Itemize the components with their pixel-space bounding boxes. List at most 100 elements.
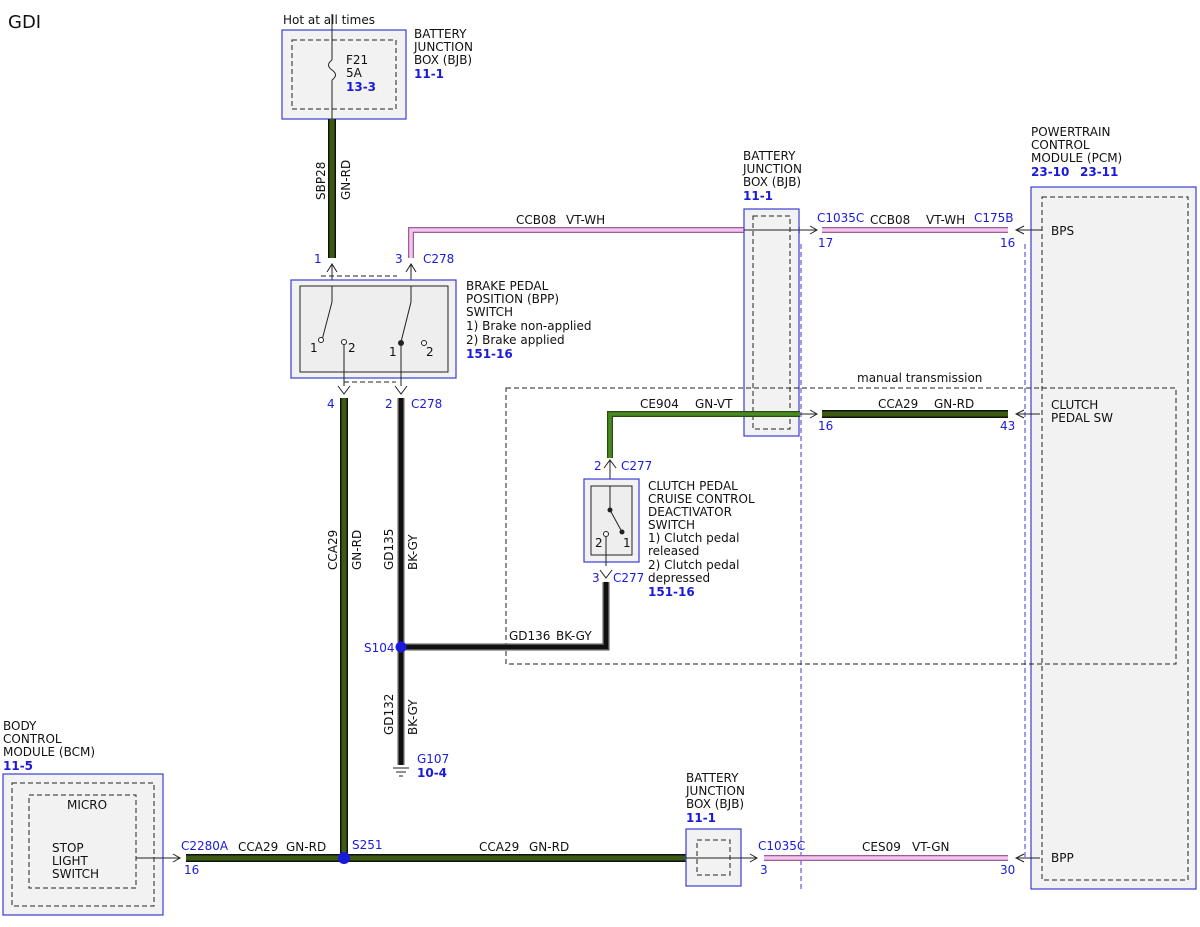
svg-text:1: 1 xyxy=(389,345,397,359)
bjb-top-box[interactable] xyxy=(281,29,407,120)
wire-sbp28-color: GN-RD xyxy=(339,160,353,200)
clutch-state-2a: 2) Clutch pedal xyxy=(648,558,739,572)
bcm-label-3: MODULE (BCM) xyxy=(3,745,95,759)
wire-cca29-bcm-color: GN-RD xyxy=(286,840,326,854)
wire-sbp28-label: SBP28 xyxy=(314,162,328,200)
wire-cca29-bcm-label: CCA29 xyxy=(238,840,278,854)
arrow-icon xyxy=(394,385,408,395)
bjb-c1035c-top: C1035C xyxy=(817,211,864,225)
bcm-c2280a: C2280A xyxy=(181,839,229,853)
manual-transmission-label: manual transmission xyxy=(857,371,982,385)
clutch-connector-c277-top: C277 xyxy=(621,459,652,473)
arrow-icon xyxy=(1014,853,1040,863)
manual-transmission-region xyxy=(505,387,1177,665)
wire-cca29-vertical-label: CCA29 xyxy=(326,530,340,570)
bpp-pin-4: 4 xyxy=(327,397,335,411)
wire-ce904-label: CE904 xyxy=(640,397,679,411)
bpp-switch-inner xyxy=(299,285,449,373)
bpp-pin-2: 2 xyxy=(385,397,393,411)
bcm-label-1: BODY xyxy=(3,719,37,733)
clutch-label-3: DEACTIVATOR xyxy=(648,505,732,519)
arrow-icon xyxy=(741,853,759,863)
clutch-pin-3: 3 xyxy=(592,571,600,585)
clutch-pin-2: 2 xyxy=(594,459,602,473)
bjb-top-ref-link[interactable]: 11-1 xyxy=(414,67,444,81)
fuse-icon xyxy=(328,59,336,81)
wire-ce904-color: GN-VT xyxy=(695,397,733,411)
bjb-top-label-3: BOX (BJB) xyxy=(414,53,472,67)
clutch-ref-link[interactable]: 151-16 xyxy=(648,585,695,599)
bcm-pin-16: 16 xyxy=(184,863,199,877)
splice-s104: S104 xyxy=(364,641,395,655)
wire-ccb08-left-label: CCB08 xyxy=(516,213,556,227)
pcm-label-3: MODULE (PCM) xyxy=(1031,151,1122,165)
bjb-mid-label-1: BATTERY xyxy=(743,149,796,163)
wire-cca29-clutch-label: CCA29 xyxy=(878,397,918,411)
arrow-icon xyxy=(405,263,417,280)
bpp-label-3: SWITCH xyxy=(466,305,513,319)
splice-icon xyxy=(395,641,407,653)
bjb-c1035c-bottom: C1035C xyxy=(758,839,805,853)
pcm-ref-link-1[interactable]: 23-10 xyxy=(1031,165,1069,179)
bcm-micro-label: MICRO xyxy=(67,798,107,812)
bpp-connector-c278-top: C278 xyxy=(423,252,454,266)
pcm-pin-16: 16 xyxy=(1000,236,1015,250)
clutch-connector-c277-bottom: C277 xyxy=(613,571,644,585)
arrow-icon xyxy=(136,853,182,863)
hot-at-all-times-label: Hot at all times xyxy=(283,13,375,27)
bjb-mid-ref-link[interactable]: 11-1 xyxy=(743,189,773,203)
page-title: GDI xyxy=(8,12,41,33)
clutch-label-2: CRUISE CONTROL xyxy=(648,492,755,506)
arrow-icon xyxy=(326,263,338,280)
pcm-pin-bpp: BPP xyxy=(1051,851,1074,865)
wire-cca29-bjb-label: CCA29 xyxy=(479,840,519,854)
pcm-box[interactable] xyxy=(1030,186,1197,890)
bjb-bot-label-1: BATTERY xyxy=(686,771,739,785)
wire-cca29-clutch-color: GN-RD xyxy=(934,397,974,411)
bpp-pin-3: 3 xyxy=(395,252,403,266)
bjb-bot-label-2: JUNCTION xyxy=(685,784,745,798)
bjb-top-inner xyxy=(291,39,397,110)
fuse-ref-link[interactable]: 13-3 xyxy=(346,80,376,94)
arrow-icon xyxy=(800,225,819,235)
bcm-switch-label: SWITCH xyxy=(52,867,99,881)
pcm-pin-clutch-2: PEDAL SW xyxy=(1051,411,1113,425)
wire-gd136-label: GD136 xyxy=(509,629,550,643)
splice-s251: S251 xyxy=(352,838,383,852)
bcm-stop-label: STOP xyxy=(52,841,84,855)
bjb-bot-ref-link[interactable]: 11-1 xyxy=(686,811,716,825)
bjb-mid-box[interactable] xyxy=(743,208,800,437)
wire-ces09-color: VT-GN xyxy=(912,840,949,854)
wire-ccb08-left-color: VT-WH xyxy=(566,213,605,227)
arrow-icon xyxy=(603,459,617,480)
wire-gd132-color: BK-GY xyxy=(406,699,420,735)
switch-icon xyxy=(321,301,333,341)
bcm-ref-link[interactable]: 11-5 xyxy=(3,759,33,773)
bpp-connector-c278-bottom: C278 xyxy=(411,397,442,411)
clutch-state-1b: released xyxy=(648,544,699,558)
bpp-state-2: 2) Brake applied xyxy=(466,333,565,347)
bjb-pin-3: 3 xyxy=(760,863,768,877)
bpp-pin-1: 1 xyxy=(314,252,322,266)
svg-text:1: 1 xyxy=(623,536,631,550)
pcm-pin-30: 30 xyxy=(1000,863,1015,877)
wire-gd136-color: BK-GY xyxy=(556,629,592,643)
ground-g107: G107 xyxy=(417,752,449,766)
pcm-pin-43: 43 xyxy=(1000,419,1015,433)
clutch-state-2b: depressed xyxy=(648,571,710,585)
bpp-ref-link[interactable]: 151-16 xyxy=(466,347,513,361)
ground-ref-link[interactable]: 10-4 xyxy=(417,766,447,780)
arrow-icon xyxy=(337,385,351,395)
bcm-light-label: LIGHT xyxy=(52,854,89,868)
arrow-icon xyxy=(800,409,819,419)
wire-ces09-label: CES09 xyxy=(862,840,901,854)
bjb-pin-17: 17 xyxy=(818,236,833,250)
wire-gd135-color: BK-GY xyxy=(406,534,420,570)
wire-ccb08-right-label: CCB08 xyxy=(870,213,910,227)
arrow-icon xyxy=(599,569,613,579)
switch-icon xyxy=(400,301,412,343)
svg-text:1: 1 xyxy=(310,341,318,355)
pcm-ref-link-2[interactable]: 23-11 xyxy=(1080,165,1118,179)
bjb-pin-16: 16 xyxy=(818,419,833,433)
